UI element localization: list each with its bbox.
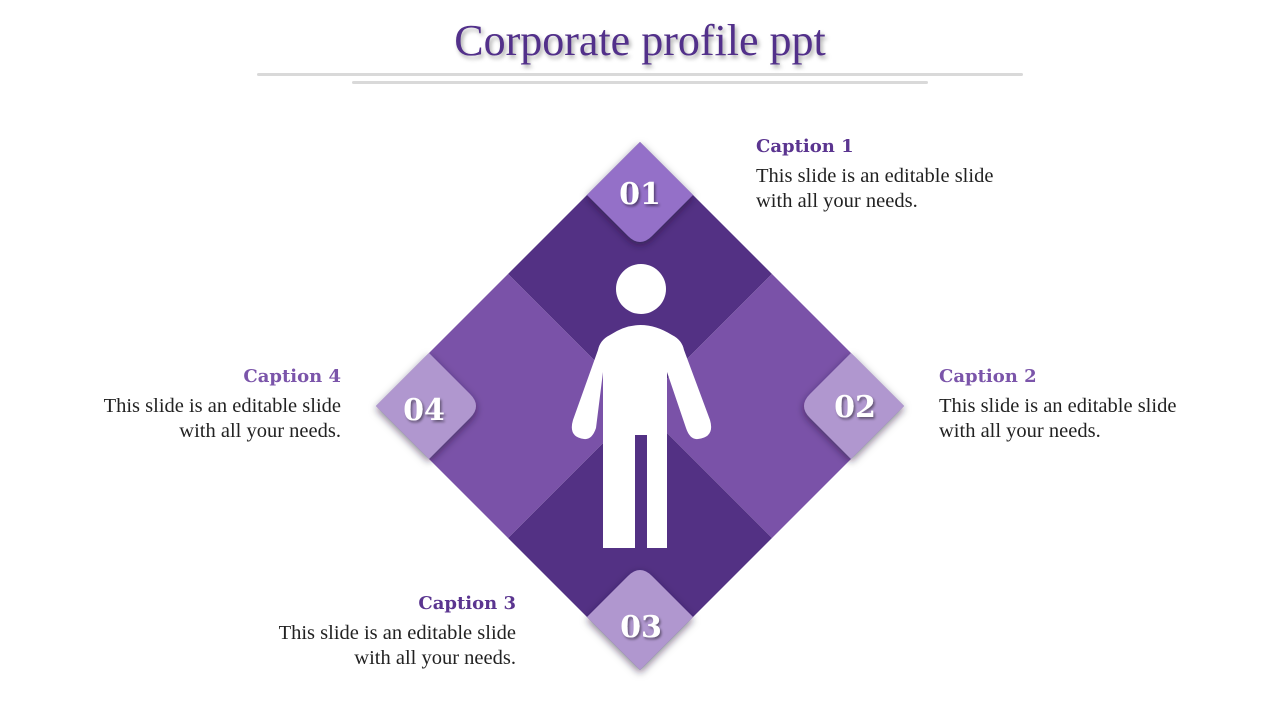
tab-04-number: 04 <box>403 393 445 428</box>
slide-title: Corporate profile ppt <box>454 16 826 65</box>
caption-3: Caption 3 This slide is an editable slid… <box>226 593 516 671</box>
tab-01 <box>587 142 693 242</box>
tab-02 <box>804 353 904 459</box>
caption-4-heading: Caption 4 <box>243 366 341 387</box>
caption-1-line-2: with all your needs. <box>756 190 918 212</box>
title-divider-top <box>257 73 1023 76</box>
caption-1-heading: Caption 1 <box>756 136 854 157</box>
tab-02-number: 02 <box>834 390 876 425</box>
tab-01-number: 01 <box>619 177 661 212</box>
caption-2-line-2: with all your needs. <box>939 420 1101 442</box>
quadrant-left <box>376 274 640 538</box>
tab-04 <box>376 353 476 459</box>
caption-1-line-1: This slide is an editable slide <box>756 165 994 187</box>
caption-2-heading: Caption 2 <box>939 366 1037 387</box>
caption-2-line-1: This slide is an editable slide <box>939 395 1177 417</box>
person-icon <box>571 264 712 548</box>
caption-1: Caption 1 This slide is an editable slid… <box>756 136 1046 214</box>
caption-4: Caption 4 This slide is an editable slid… <box>51 366 341 444</box>
caption-3-heading: Caption 3 <box>418 593 516 614</box>
caption-1-body: This slide is an editable slide with all… <box>756 164 1046 214</box>
title-divider-bottom <box>352 81 928 84</box>
caption-4-body: This slide is an editable slide with all… <box>51 394 341 444</box>
caption-3-line-1: This slide is an editable slide <box>278 622 516 644</box>
tab-03 <box>587 570 693 670</box>
caption-4-line-2: with all your needs. <box>179 420 341 442</box>
tab-03-number: 03 <box>620 610 662 645</box>
caption-2: Caption 2 This slide is an editable slid… <box>939 366 1229 444</box>
caption-4-line-1: This slide is an editable slide <box>103 395 341 417</box>
caption-3-line-2: with all your needs. <box>354 647 516 669</box>
caption-3-body: This slide is an editable slide with all… <box>226 621 516 671</box>
caption-2-body: This slide is an editable slide with all… <box>939 394 1229 444</box>
